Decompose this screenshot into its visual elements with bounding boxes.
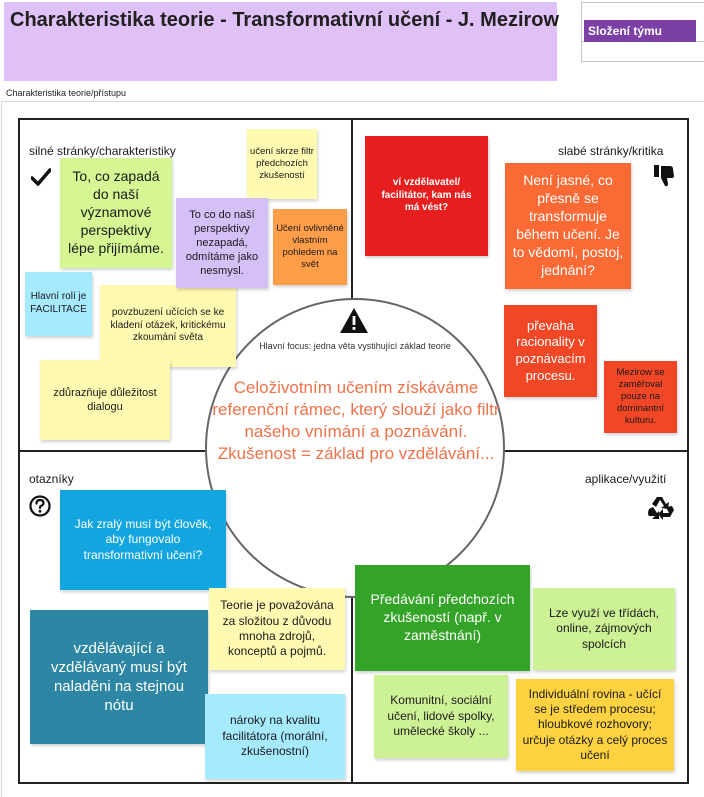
sticky-note[interactable]: převaha racionality v poznávacím procesu… <box>504 305 597 397</box>
thumbs-down-icon <box>652 163 676 189</box>
sticky-note[interactable]: Jak zralý musí být člověk, aby fungovalo… <box>60 490 226 590</box>
checkmark-icon <box>30 166 52 188</box>
weaknesses-label: slabé stránky/kritika <box>558 144 664 158</box>
recycle-icon <box>646 494 676 522</box>
team-label[interactable]: Složení týmu <box>584 20 696 42</box>
focus-statement[interactable]: Celoživotním učením získáváme referenční… <box>212 378 500 464</box>
sticky-note[interactable]: Mezirow se zaměřoval pouze na dominantní… <box>604 361 677 433</box>
focus-label: Hlavní focus: jedna věta vystihující zák… <box>259 341 451 351</box>
page-title: Charakteristika teorie - Transformativní… <box>10 9 560 31</box>
sticky-note[interactable]: Předávání předchozích zkušeností (např. … <box>355 565 530 671</box>
board-subtitle: Charakteristika teorie/přístupu <box>6 88 127 98</box>
sticky-note[interactable]: učení skrze filtr předchozích zkušeností <box>247 129 317 199</box>
sticky-note[interactable]: Individuální rovina - učící se je střede… <box>516 679 674 771</box>
sticky-note[interactable]: Není jasné, co přesně se transformuje bě… <box>505 163 631 289</box>
question-mark-icon <box>28 494 52 518</box>
sticky-note[interactable]: To, co zapadá do naší významové perspekt… <box>60 158 172 268</box>
sticky-note[interactable]: Učení ovlivněné vlastním pohledem na svě… <box>273 209 347 285</box>
questions-label: otazníky <box>29 472 74 486</box>
focus-circle <box>205 298 505 598</box>
sticky-note[interactable]: Lze využí ve třídách, online, zájmových … <box>533 588 675 670</box>
board-frame <box>1 101 704 797</box>
sticky-note[interactable]: To co do naší perspektivy nezapadá, odmí… <box>176 198 268 288</box>
applications-label: aplikace/využití <box>585 472 667 486</box>
sticky-note[interactable]: ví vzdělavatel/ facilitátor, kam nás má … <box>365 136 488 256</box>
sticky-note[interactable]: Teorie je považována za složitou z důvod… <box>209 588 345 670</box>
sticky-note[interactable]: povzbuzení učících se ke kladení otázek,… <box>100 285 236 367</box>
sticky-note[interactable]: nároky na kvalitu facilitátora (morální,… <box>205 694 345 779</box>
header-banner <box>4 2 557 81</box>
sticky-note[interactable]: Hlavní rolí je FACILITACE <box>25 272 92 336</box>
strengths-label: silné stránky/charakteristiky <box>29 144 176 158</box>
warning-icon <box>338 305 370 335</box>
sticky-note[interactable]: Komunitní, sociální učení, lidové spolky… <box>374 675 508 758</box>
sticky-note[interactable]: vzdělávající a vzdělávaný musí být nalad… <box>30 610 208 744</box>
quadrant-applications <box>351 450 689 784</box>
sticky-note[interactable]: zdůrazňuje důležitost dialogu <box>40 360 170 440</box>
